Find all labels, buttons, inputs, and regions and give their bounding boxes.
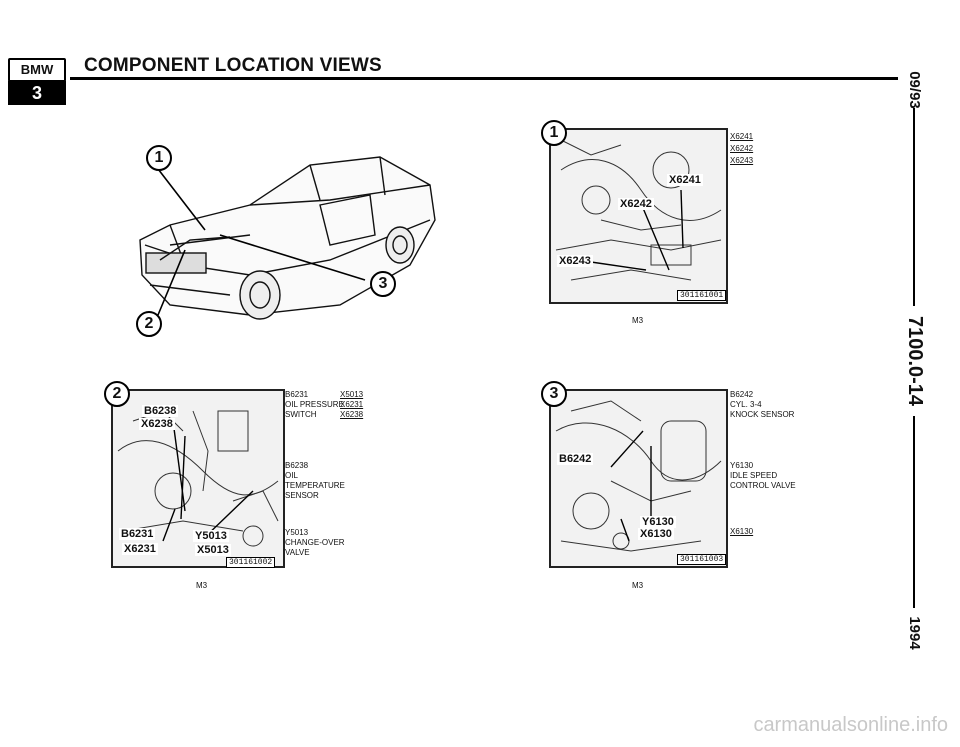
panel-2-connectors: X5013 X6231 X6238 xyxy=(340,390,363,420)
panel-2-image-number: 301161002 xyxy=(226,557,276,568)
entry-code: B6242 xyxy=(730,390,754,399)
entry-desc-1: CYL. 3-4 xyxy=(730,400,762,409)
panel-2-engine-drawing xyxy=(117,410,279,547)
panel-2-label-x6231: X6231 xyxy=(122,543,158,555)
panel-2-number: 2 xyxy=(104,381,130,407)
side-date: 09/93 xyxy=(906,71,923,109)
panel-2-label-x6238: X6238 xyxy=(139,418,175,430)
panel-3-image-number: 301161003 xyxy=(677,554,727,565)
entry-desc-1: CHANGE-OVER xyxy=(285,538,345,547)
entry-desc-2: CONTROL VALVE xyxy=(730,481,796,490)
panel-3-label-y6130: Y6130 xyxy=(640,516,676,528)
entry-code: B6238 xyxy=(285,461,309,470)
logo-series: 3 xyxy=(8,81,66,105)
panel-1-label-x6242: X6242 xyxy=(618,198,654,210)
entry-desc-2: SWITCH xyxy=(285,410,317,419)
entry-code: Y5013 xyxy=(285,528,309,537)
panel-1-photo xyxy=(549,128,728,304)
page-title: COMPONENT LOCATION VIEWS xyxy=(84,55,382,76)
logo-brand: BMW xyxy=(8,58,66,82)
panel-2-label-b6238: B6238 xyxy=(142,405,179,417)
entry-code: B6231 xyxy=(285,390,309,399)
connector-x6231: X6231 xyxy=(340,400,364,409)
car-callout-1: 1 xyxy=(146,145,172,171)
panel-1-footer: M3 xyxy=(632,316,644,325)
panel-3-entry-y6130: Y6130 IDLE SPEED CONTROL VALVE xyxy=(730,461,796,491)
panel-3-footer: M3 xyxy=(632,581,644,590)
entry-desc-1: OIL PRESSURE xyxy=(285,400,344,409)
entry-desc-1: IDLE SPEED xyxy=(730,471,778,480)
entry-code: Y6130 xyxy=(730,461,754,470)
panel-2-entry-b6231: B6231 OIL PRESSURE SWITCH xyxy=(285,390,344,420)
car-callout-3: 3 xyxy=(370,271,396,297)
connector-x6238: X6238 xyxy=(340,410,364,419)
panel-1-connector-x6241: X6241 xyxy=(730,132,754,141)
panel-1-engine-drawing xyxy=(555,139,722,281)
panel-2-entry-b6238: B6238 OIL TEMPERATURE SENSOR xyxy=(285,461,345,501)
panel-3-connector-x6130: X6130 xyxy=(730,527,754,536)
entry-desc-2: TEMPERATURE xyxy=(285,481,345,490)
panel-1-number: 1 xyxy=(541,120,567,146)
bmw-3-series-logo: BMW 3 xyxy=(8,58,66,105)
panel-3-engine-drawing xyxy=(555,400,722,552)
car-overview-illustration xyxy=(130,145,440,345)
panel-3-label-x6130: X6130 xyxy=(638,528,674,540)
watermark-link[interactable]: carmanualsonline.info xyxy=(753,714,948,736)
connector-x5013: X5013 xyxy=(340,390,364,399)
panel-2-label-y5013: Y5013 xyxy=(193,530,229,542)
panel-1-connector-x6243: X6243 xyxy=(730,156,754,165)
panel-3-entry-b6242: B6242 CYL. 3-4 KNOCK SENSOR xyxy=(730,390,794,420)
side-page-number: 7100.0-14 xyxy=(904,306,926,416)
panel-2-footer: M3 xyxy=(196,581,208,590)
entry-desc-2: VALVE xyxy=(285,548,310,557)
panel-2-label-b6231: B6231 xyxy=(119,528,156,540)
entry-desc-1: OIL xyxy=(285,471,298,480)
entry-desc-2: KNOCK SENSOR xyxy=(730,410,795,419)
panel-3-label-b6242: B6242 xyxy=(557,453,594,465)
panel-3-number: 3 xyxy=(541,381,567,407)
side-year: 1994 xyxy=(906,616,923,650)
panel-2-label-x5013: X5013 xyxy=(195,544,231,556)
panel-3-photo xyxy=(549,389,728,568)
panel-1-connector-x6242: X6242 xyxy=(730,144,754,153)
panel-1-label-x6241: X6241 xyxy=(667,174,703,186)
panel-1-image-number: 301161001 xyxy=(677,290,727,301)
panel-2-entry-y5013: Y5013 CHANGE-OVER VALVE xyxy=(285,528,345,558)
entry-desc-3: SENSOR xyxy=(285,491,319,500)
car-drawing xyxy=(139,156,436,320)
panel-1-label-x6243: X6243 xyxy=(557,255,593,267)
car-callout-2: 2 xyxy=(136,311,162,337)
title-rule xyxy=(70,77,898,80)
